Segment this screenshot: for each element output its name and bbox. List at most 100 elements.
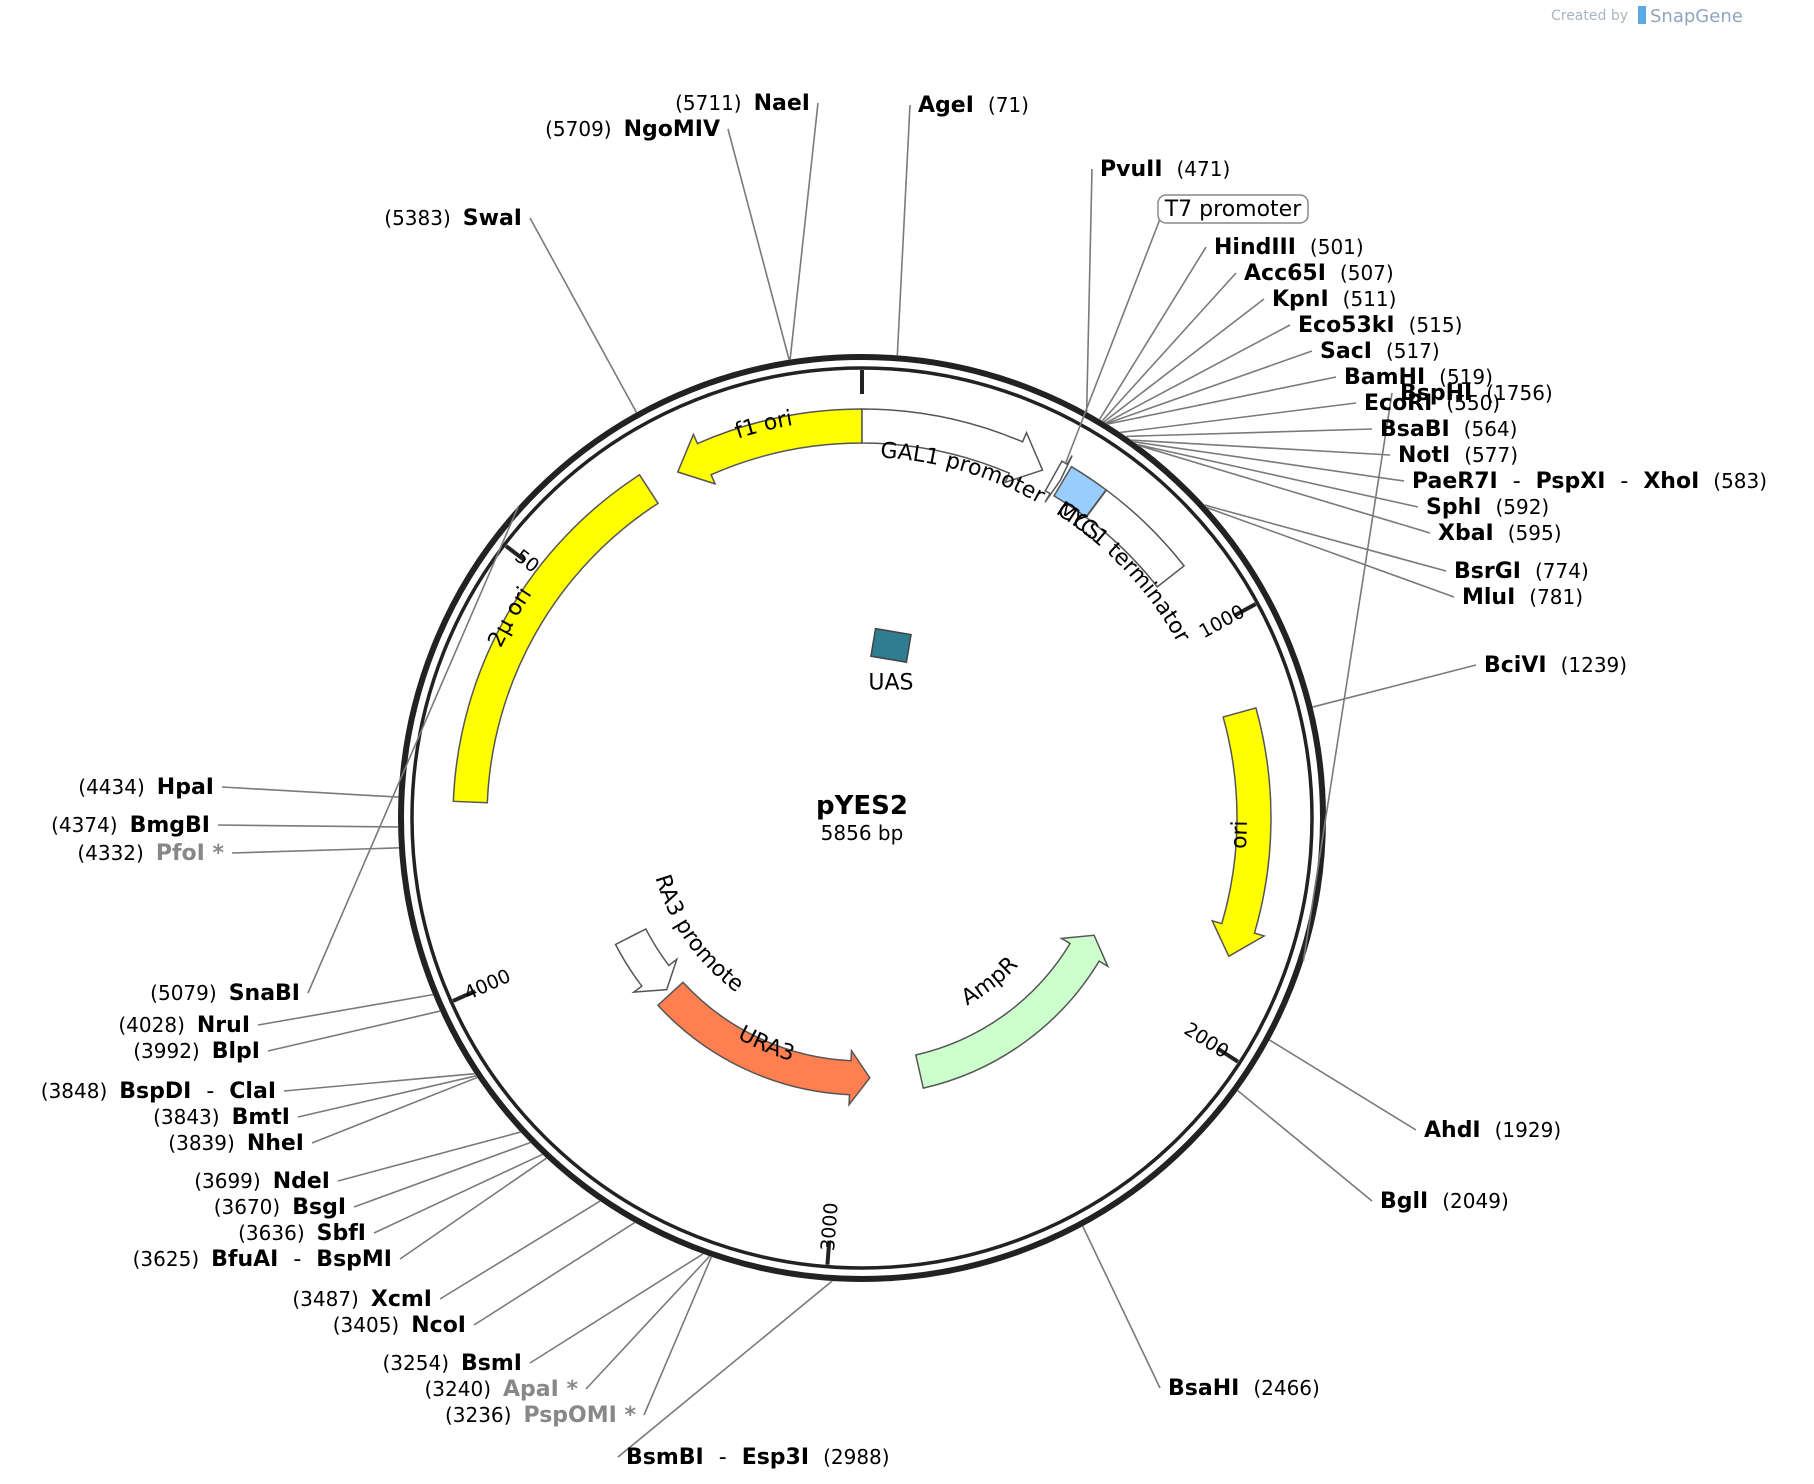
site-label: (3699)NdeI: [194, 1169, 330, 1194]
leader-ncoi: [473, 1221, 636, 1326]
site-naei[interactable]: (5711)NaeI: [675, 91, 810, 116]
site-label: HindIII(501): [1214, 235, 1364, 260]
feature-f1-ori[interactable]: f1 ori: [674, 406, 863, 486]
site-kpni[interactable]: KpnI(511): [1272, 287, 1396, 312]
site-label: BsaHI(2466): [1168, 1376, 1320, 1401]
site-xbai[interactable]: XbaI(595): [1438, 521, 1562, 546]
site-ahdi[interactable]: AhdI(1929): [1424, 1118, 1561, 1143]
site-sbfi[interactable]: (3636)SbfI: [238, 1221, 366, 1246]
site-label: (4332)PfoI *: [77, 841, 224, 866]
site-nhei[interactable]: (3839)NheI: [168, 1131, 304, 1156]
site-label: Acc65I(507): [1244, 261, 1394, 286]
site-nrui[interactable]: (4028)NruI: [118, 1013, 250, 1038]
leader-swai: [529, 217, 638, 413]
site-bsabi[interactable]: BsaBI(564): [1380, 417, 1517, 442]
ruler-label-3000: 3000: [817, 1202, 843, 1252]
site-hindiii[interactable]: HindIII(501): [1214, 235, 1364, 260]
site-saci[interactable]: SacI(517): [1320, 339, 1440, 364]
leader-bsabi: [1125, 428, 1373, 438]
leader-bfuai: [399, 1157, 547, 1260]
site-mlui[interactable]: MluI(781): [1462, 585, 1583, 610]
site-bfuai[interactable]: (3625)BfuAI - BspMI: [133, 1247, 392, 1272]
ruler-tick-1000: [1233, 602, 1257, 618]
leader-naei: [789, 102, 819, 360]
site-bsahi[interactable]: BsaHI(2466): [1168, 1376, 1320, 1401]
site-ndei[interactable]: (3699)NdeI: [194, 1169, 330, 1194]
leader-paer7i: [1133, 441, 1405, 482]
feature-label-t7-promoter: T7 promoter: [1164, 197, 1302, 222]
site-noti[interactable]: NotI(577): [1398, 443, 1518, 468]
feature-label-uas: UAS: [868, 670, 913, 695]
site-bcivi[interactable]: BciVI(1239): [1484, 653, 1627, 678]
feature-ampr[interactable]: AmpR: [864, 872, 1110, 1090]
leader-bamhi: [1107, 376, 1337, 425]
site-label: (3240)ApaI *: [425, 1377, 579, 1402]
feature-uas[interactable]: UAS: [868, 627, 914, 696]
feature-2-ori[interactable]: 2μ ori: [452, 473, 660, 804]
leader-bmgbi: [217, 824, 399, 828]
site-label: (3843)BmtI: [153, 1105, 290, 1130]
feature-cyc1-terminator[interactable]: CYC1 terminator: [1039, 489, 1195, 661]
site-bspdi[interactable]: (3848)BspDI - ClaI: [41, 1079, 276, 1104]
leader-noti: [1131, 439, 1391, 456]
site-bsrgi[interactable]: BsrGI(774): [1454, 559, 1589, 584]
site-label: BsrGI(774): [1454, 559, 1589, 584]
plasmid-name: pYES2: [816, 791, 908, 821]
leader-bsahi: [1081, 1225, 1161, 1389]
leader-nrui: [257, 993, 434, 1026]
ruler-tick-3000: [825, 1240, 832, 1265]
site-sphi[interactable]: SphI(592): [1426, 495, 1549, 520]
site-ecori[interactable]: EcoRI(550): [1364, 391, 1500, 416]
site-bsgi[interactable]: (3670)BsgI: [214, 1195, 346, 1220]
site-label: EcoRI(550): [1364, 391, 1500, 416]
site-agei[interactable]: AgeI(71): [918, 93, 1029, 118]
leader-hindiii: [1098, 246, 1207, 420]
site-bgli[interactable]: BglI(2049): [1380, 1189, 1509, 1214]
site-pfoi[interactable]: (4332)PfoI *: [77, 841, 224, 866]
site-bamhi[interactable]: BamHI(519): [1344, 365, 1493, 390]
site-ncoi[interactable]: (3405)NcoI: [333, 1313, 466, 1338]
site-pspomi[interactable]: (3236)PspOMI *: [445, 1403, 637, 1428]
site-label: (3636)SbfI: [238, 1221, 366, 1246]
site-label: (3254)BsmI: [383, 1351, 523, 1376]
site-acc65i[interactable]: Acc65I(507): [1244, 261, 1394, 286]
site-hpai[interactable]: (4434)HpaI: [78, 775, 214, 800]
leader-mlui: [1206, 506, 1455, 598]
leader-pfoi: [231, 847, 399, 854]
site-bsmi[interactable]: (3254)BsmI: [383, 1351, 523, 1376]
leader-agei: [896, 104, 911, 356]
ruler-label-4000: 4000: [461, 965, 514, 1005]
site-paer7i[interactable]: PaeR7I - PspXI - XhoI(583): [1412, 469, 1767, 494]
site-snabi[interactable]: (5079)SnaBI: [150, 981, 300, 1006]
site-bsphi[interactable]: BspHI(1756): [1400, 381, 1553, 406]
credit-brand: SnapGene: [1650, 6, 1743, 27]
ruler-tick-5000: [504, 544, 527, 563]
site-bmgbi[interactable]: (4374)BmgBI: [51, 813, 210, 838]
site-swai[interactable]: (5383)SwaI: [384, 206, 522, 231]
snapgene-logo-icon: [1638, 6, 1646, 24]
site-blpi[interactable]: (3992)BlpI: [133, 1039, 260, 1064]
site-apai[interactable]: (3240)ApaI *: [425, 1377, 579, 1402]
site-label: PvuII(471): [1100, 157, 1230, 182]
feature-ori[interactable]: ori: [1210, 706, 1272, 958]
site-bmti[interactable]: (3843)BmtI: [153, 1105, 290, 1130]
leader-bsmbi: [617, 1280, 833, 1458]
site-label: XbaI(595): [1438, 521, 1562, 546]
leader-acc65i: [1101, 272, 1237, 422]
backbone: [398, 354, 1326, 1282]
leader-ahdi: [1269, 1039, 1417, 1131]
site-eco53ki[interactable]: Eco53kI(515): [1298, 313, 1462, 338]
site-xcmi[interactable]: (3487)XcmI: [292, 1287, 432, 1312]
ruler-tick-4000: [452, 989, 476, 1003]
site-ngomiv[interactable]: (5709)NgoMIV: [545, 117, 720, 142]
site-label: BsaBI(564): [1380, 417, 1517, 442]
site-bsmbi[interactable]: BsmBI - Esp3I(2988): [626, 1445, 890, 1470]
feature-ura3[interactable]: URA3: [656, 981, 871, 1108]
site-label: (3405)NcoI: [333, 1313, 466, 1338]
site-pvuii[interactable]: PvuII(471): [1100, 157, 1230, 182]
site-label: SacI(517): [1320, 339, 1440, 364]
feature-t7-promoter[interactable]: T7 promoter: [1044, 194, 1309, 503]
leader-bmti: [297, 1075, 477, 1118]
leader-apai: [585, 1255, 711, 1390]
site-label: BsmBI - Esp3I(2988): [626, 1445, 890, 1470]
